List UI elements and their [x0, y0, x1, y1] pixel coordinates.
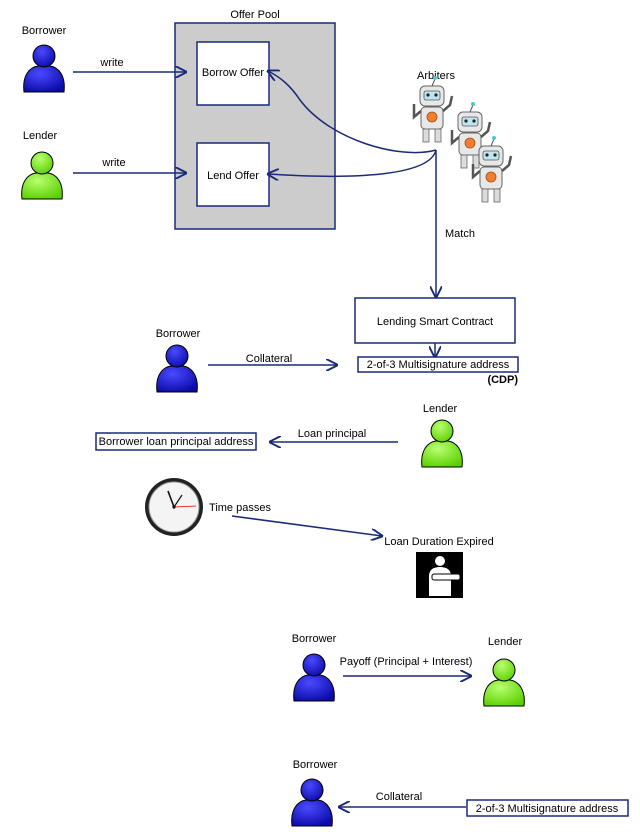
borrower-collateral-icon: [156, 344, 198, 393]
write-borrow-label: write: [99, 57, 123, 69]
lender-loan-label: Lender: [423, 403, 458, 415]
offer-pool-title: Offer Pool: [230, 9, 279, 21]
expired-label: Loan Duration Expired: [384, 536, 493, 548]
borrow-offer-label: Borrow Offer: [202, 67, 264, 79]
payoff-label: Payoff (Principal + Interest): [340, 656, 473, 668]
timeout-icon: [416, 552, 463, 598]
lending-contract-box: [354, 297, 516, 344]
arbiter-to-borrow-arrow: [268, 71, 437, 154]
lender-top-icon: [21, 151, 63, 200]
lender-loan-icon: [421, 419, 463, 468]
cdp-label: (CDP): [487, 374, 518, 386]
loan-principal-label: Loan principal: [298, 428, 367, 440]
collateral-in-label: Collateral: [246, 353, 292, 365]
borrower-return-label: Borrower: [293, 759, 338, 771]
lend-offer-label: Lend Offer: [207, 170, 259, 182]
borrow-offer-box: [196, 41, 270, 106]
robot-icon: [412, 74, 513, 204]
match-label: Match: [445, 228, 475, 240]
borrower-collateral-label: Borrower: [156, 328, 201, 340]
time-passes-label: Time passes: [209, 502, 271, 514]
arbiter-to-lend-arrow: [268, 149, 437, 176]
write-lend-label: write: [101, 157, 125, 169]
multisig-box: [357, 356, 519, 373]
borrower-address-box: [95, 432, 257, 451]
borrower-top-label: Borrower: [22, 25, 67, 37]
final-multisig-box: [466, 799, 629, 817]
lending-contract-label: Lending Smart Contract: [377, 316, 493, 328]
arbiters-label: Arbiters: [417, 70, 455, 82]
collateral-out-label: Collateral: [376, 791, 422, 803]
lender-top-label: Lender: [23, 130, 58, 142]
borrower-payoff-label: Borrower: [292, 633, 337, 645]
lend-offer-box: [196, 142, 270, 207]
borrower-payoff-icon: [293, 653, 335, 702]
final-multisig-label: 2-of-3 Multisignature address: [476, 803, 619, 815]
borrower-address-label: Borrower loan principal address: [99, 436, 254, 448]
lender-payoff-label: Lender: [488, 636, 523, 648]
clock-icon: [145, 478, 203, 536]
time-passes-arrow: [231, 515, 382, 536]
multisig-label: 2-of-3 Multisignature address: [367, 359, 510, 371]
borrower-return-icon: [291, 778, 333, 827]
borrower-top-icon: [23, 44, 65, 93]
lender-payoff-icon: [483, 658, 525, 707]
